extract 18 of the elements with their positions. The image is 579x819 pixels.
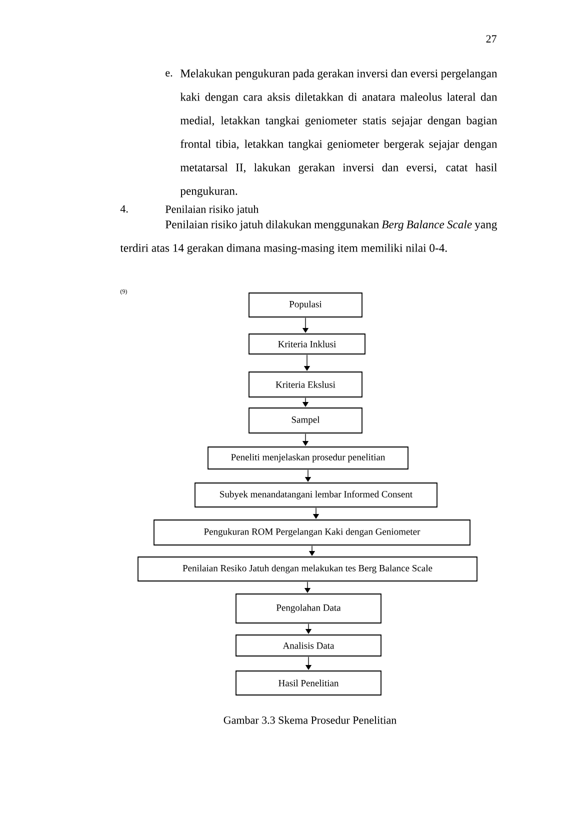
process-box: Sampel — [248, 408, 362, 434]
process-box: Populasi — [248, 292, 362, 318]
section-number: 4. — [120, 205, 128, 213]
process-box: Subyek menandatangani lembar Informed Consent — [194, 482, 438, 508]
process-box: Pengolahan Data — [236, 594, 382, 624]
paragraph: Melakukan pengukuran pada gerakan inversi dan eversi pergelangan kaki dengan cara aksis diletakkan di anatara maleolus lateral dan medial, letakkan tangkai geniometer statis sejajar dengan bagian frontal tibia, letakkan tangkai geniometer bergerak sejajar dengan metatarsal II, lakukan gerakan inversi dan eversi, catat hasil pengukuran. — [180, 69, 498, 198]
process-box: Kriteria Ekslusi — [248, 372, 362, 398]
process-box: Analisis Data — [236, 634, 382, 656]
figure-caption: Gambar 3.3 Skema Prosedur Penelitian — [224, 716, 396, 724]
section-heading: Penilaian risiko jatuh — [166, 205, 259, 216]
process-box: Hasil Penelitian — [236, 670, 382, 696]
process-box: Pengukuran ROM Pergelangan Kaki dengan Geniometer — [154, 520, 470, 546]
list-marker: e. — [166, 71, 172, 77]
process-box: Peneliti menjelaskan prosedur penelitian — [208, 446, 408, 470]
page-number: 27 — [486, 35, 496, 42]
process-box: Kriteria Inklusi — [248, 334, 366, 354]
process-box: Penilaian Resiko Jatuh dengan melakukan tes Berg Balance Scale — [138, 556, 478, 582]
paragraph: Penilaian risiko jatuh dilakukan menggunakan Berg Balance Scale yang terdiri atas 14 gerakan dimana masing-masing item memiliki nilai 0-4. — [120, 220, 497, 254]
